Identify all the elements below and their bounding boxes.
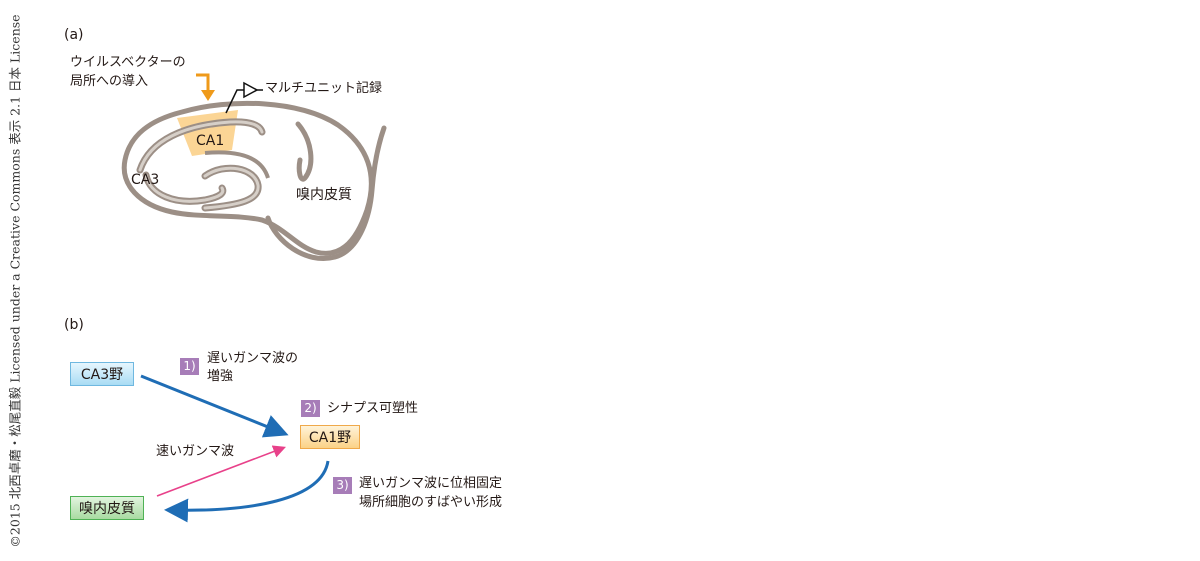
sulcus-hook — [295, 121, 314, 182]
node-entorhinal: 嗅内皮質 — [70, 496, 144, 520]
step-1-line1: 遅いガンマ波の — [207, 351, 299, 366]
fast-gamma-label: 速いガンマ波 — [156, 444, 235, 459]
panel-a-label: (a) — [64, 27, 84, 43]
entorhinal-contour — [265, 125, 387, 261]
step-1-line2: 増強 — [207, 369, 234, 384]
region-ca1-label: CA1 — [196, 133, 225, 149]
step-3-badge: 3) — [333, 477, 352, 494]
node-ca1: CA1野 — [300, 425, 360, 449]
step-2-line1: シナプス可塑性 — [327, 401, 419, 416]
step-2-badge: 2) — [301, 400, 320, 417]
entorhinal-to-ca1-fast-gamma-arrow — [156, 445, 286, 497]
panel-b-label: (b) — [64, 317, 84, 333]
recording-electrode-icon — [225, 81, 263, 114]
injection-label-line2: 局所への導入 — [70, 74, 149, 89]
injection-arrow-icon — [196, 73, 215, 101]
step-1-badge: 1) — [180, 358, 199, 375]
region-entorhinal-label: 嗅内皮質 — [296, 187, 352, 203]
recording-label: マルチユニット記録 — [265, 81, 383, 96]
ca3-to-ca1-arrow — [140, 374, 289, 438]
step-3-line2: 場所細胞のすばやい形成 — [359, 495, 503, 510]
injection-label-line1: ウイルスベクターの — [70, 55, 186, 70]
ca1-lower-edge — [204, 150, 270, 179]
region-ca3-label: CA3 — [131, 172, 160, 188]
step-3-line1: 遅いガンマ波に位相固定 — [359, 476, 503, 491]
hippocampus-outer-contour — [121, 100, 374, 256]
ca1-to-entorhinal-arrow — [164, 460, 330, 523]
node-ca3: CA3野 — [70, 362, 134, 386]
